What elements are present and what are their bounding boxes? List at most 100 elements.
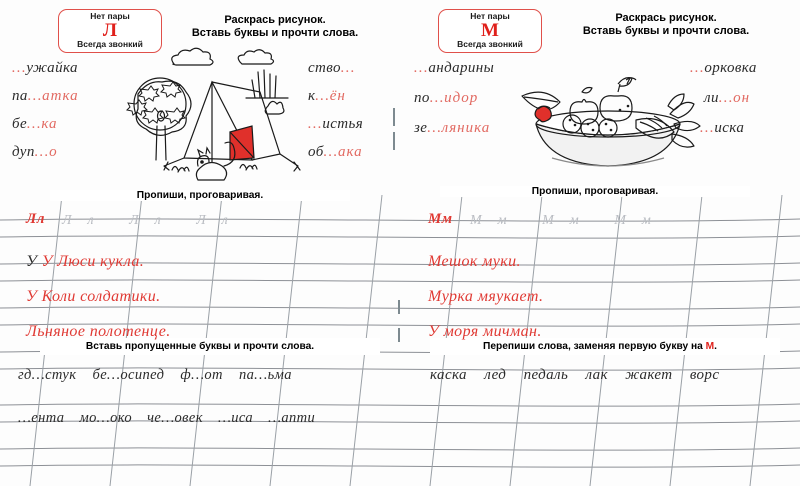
word-text: зе bbox=[414, 120, 428, 136]
panel-left: Нет пары Л Всегда звонкий Раскрась рисун… bbox=[12, 9, 400, 427]
instruction-right-line2: Вставь буквы и прочти слова. bbox=[582, 25, 750, 37]
word-item: дуп…о bbox=[12, 144, 112, 172]
word-text: иска bbox=[714, 120, 745, 136]
trace-repeats-left: Лл Лл Лл bbox=[62, 213, 244, 229]
word-item: …иска bbox=[690, 120, 798, 150]
word-list-left-column: …андарины по…идор зе…ляника bbox=[414, 60, 534, 150]
word-text: ужайка bbox=[26, 60, 78, 76]
trace-repeat-item: Лл bbox=[129, 213, 177, 228]
word-text: к bbox=[308, 88, 316, 104]
panel-right: Нет пары М Всегда звонкий Раскрась рисун… bbox=[400, 0, 800, 486]
word-blank: …он bbox=[718, 90, 751, 106]
trace-letter-pair-right: Мм bbox=[428, 211, 453, 227]
word-item: …орковка bbox=[690, 60, 798, 90]
bottom-instruction-right: Перепиши слова, заменяя первую букву на … bbox=[425, 341, 775, 352]
badge-bottom-label: Всегда звонкий bbox=[457, 39, 523, 49]
exercise-word: ф…от bbox=[180, 367, 223, 383]
caption-mask-1 bbox=[40, 338, 380, 355]
badge-letter: Л bbox=[102, 20, 118, 41]
word-blank: …о bbox=[34, 144, 58, 160]
word-text: бе bbox=[12, 116, 28, 132]
sentence-text: У моря мичман. bbox=[428, 323, 542, 340]
word-item: ство… bbox=[308, 60, 400, 88]
trace-repeat-item: Лл bbox=[62, 213, 110, 228]
sentence-line: У У Люси кукла. bbox=[26, 253, 145, 270]
exercise-word: …иса bbox=[217, 410, 254, 426]
illustration-tent-scene bbox=[112, 47, 312, 190]
badge-top-label: Нет пары bbox=[90, 11, 130, 21]
word-item: ли…он bbox=[690, 90, 798, 120]
sentence-text: У Коли солдатики. bbox=[26, 288, 161, 305]
word-text: орковка bbox=[704, 60, 757, 76]
sentence-line: Мурка мяукает. bbox=[428, 288, 543, 306]
exercise-word: лед bbox=[484, 367, 507, 383]
instruction-right-line1: Раскрась рисунок. bbox=[615, 12, 717, 24]
exercise-word: ворс bbox=[689, 367, 720, 383]
exercise-row: каска лед педаль лак жакет ворс bbox=[430, 367, 719, 384]
instruction-left-line2: Вставь буквы и прочти слова. bbox=[191, 27, 359, 39]
word-blank: …ака bbox=[323, 144, 363, 160]
word-item: об…ака bbox=[308, 144, 400, 172]
word-text: истья bbox=[322, 116, 364, 132]
exercise-row: …ента мо…око че…овек …иса …апти bbox=[18, 410, 315, 427]
word-blank: … bbox=[308, 116, 323, 132]
word-blank: …атка bbox=[27, 88, 79, 104]
sentence-line: У Коли солдатики. bbox=[26, 288, 161, 306]
exercise-word: жакет bbox=[625, 367, 673, 383]
instruction-right: Раскрась рисунок. Вставь буквы и прочти … bbox=[548, 12, 784, 38]
word-item: по…идор bbox=[414, 90, 534, 120]
word-blank: … bbox=[12, 60, 27, 76]
exercise-word: бе…осипед bbox=[92, 367, 165, 383]
sentence-text: У Люси кукла. bbox=[41, 253, 145, 270]
word-text: ли bbox=[704, 90, 719, 106]
instruction-left-line1: Раскрась рисунок. bbox=[224, 14, 326, 26]
trace-repeat-item: Мм bbox=[470, 213, 523, 228]
badge-top-label: Нет пары bbox=[470, 11, 510, 21]
word-list-right-column: ство… к…ён …истья об…ака bbox=[308, 60, 400, 172]
word-blank: …ён bbox=[315, 88, 346, 104]
letter-badge-right: Нет пары М Всегда звонкий bbox=[438, 9, 542, 53]
gutter-tick bbox=[393, 132, 395, 150]
exercise-word: …апти bbox=[268, 410, 316, 426]
bottom-instruction-letter: М bbox=[705, 341, 715, 352]
bottom-instruction-period: . bbox=[714, 341, 717, 352]
exercise-word: мо…око bbox=[79, 410, 133, 426]
instruction-left: Раскрась рисунок. Вставь буквы и прочти … bbox=[160, 14, 390, 40]
caption-mask-2 bbox=[430, 338, 780, 355]
sentence-text: Мурка мяукает. bbox=[428, 288, 544, 305]
gutter-tick bbox=[398, 328, 400, 342]
trace-repeat-item: Мм bbox=[614, 213, 667, 228]
word-blank: …идор bbox=[429, 90, 479, 106]
exercise-word: че…овек bbox=[147, 410, 203, 426]
word-item: зе…ляника bbox=[414, 120, 534, 150]
trace-repeat-item: Лл bbox=[196, 213, 244, 228]
word-item: …ужайка bbox=[12, 60, 112, 88]
word-text: па bbox=[12, 88, 28, 104]
exercise-row: гд…стук бе…осипед ф…от па…ьма bbox=[18, 367, 292, 384]
exercise-word: педаль bbox=[523, 367, 569, 383]
exercise-word: …ента bbox=[18, 410, 65, 426]
trace-repeats-right: Мм Мм Мм bbox=[470, 213, 667, 229]
sentence-text: Мешок муки. bbox=[428, 253, 521, 270]
badge-letter: М bbox=[481, 20, 499, 41]
gutter-tick bbox=[398, 300, 400, 314]
word-item: бе…ка bbox=[12, 116, 112, 144]
badge-bottom-label: Всегда звонкий bbox=[77, 39, 143, 49]
word-item: па…атка bbox=[12, 88, 112, 116]
word-item: к…ён bbox=[308, 88, 400, 116]
word-text: дуп bbox=[12, 144, 35, 160]
word-blank: … bbox=[700, 120, 715, 136]
word-text: андарины bbox=[428, 60, 495, 76]
copy-instruction-left: Пропиши, проговаривая. bbox=[50, 190, 350, 201]
word-text: ство bbox=[308, 60, 341, 76]
sentence-line: У моря мичман. bbox=[428, 323, 542, 341]
exercise-word: каска bbox=[430, 367, 467, 383]
exercise-word: гд…стук bbox=[18, 367, 77, 383]
word-text: об bbox=[308, 144, 324, 160]
letter-badge-left: Нет пары Л Всегда звонкий bbox=[58, 9, 162, 53]
bottom-instruction-left: Вставь пропущенные буквы и прочти слова. bbox=[85, 341, 315, 352]
word-list-right-column: …орковка ли…он …иска bbox=[690, 60, 798, 150]
word-blank: … bbox=[690, 60, 705, 76]
word-list-left-column: …ужайка па…атка бе…ка дуп…о bbox=[12, 60, 112, 172]
